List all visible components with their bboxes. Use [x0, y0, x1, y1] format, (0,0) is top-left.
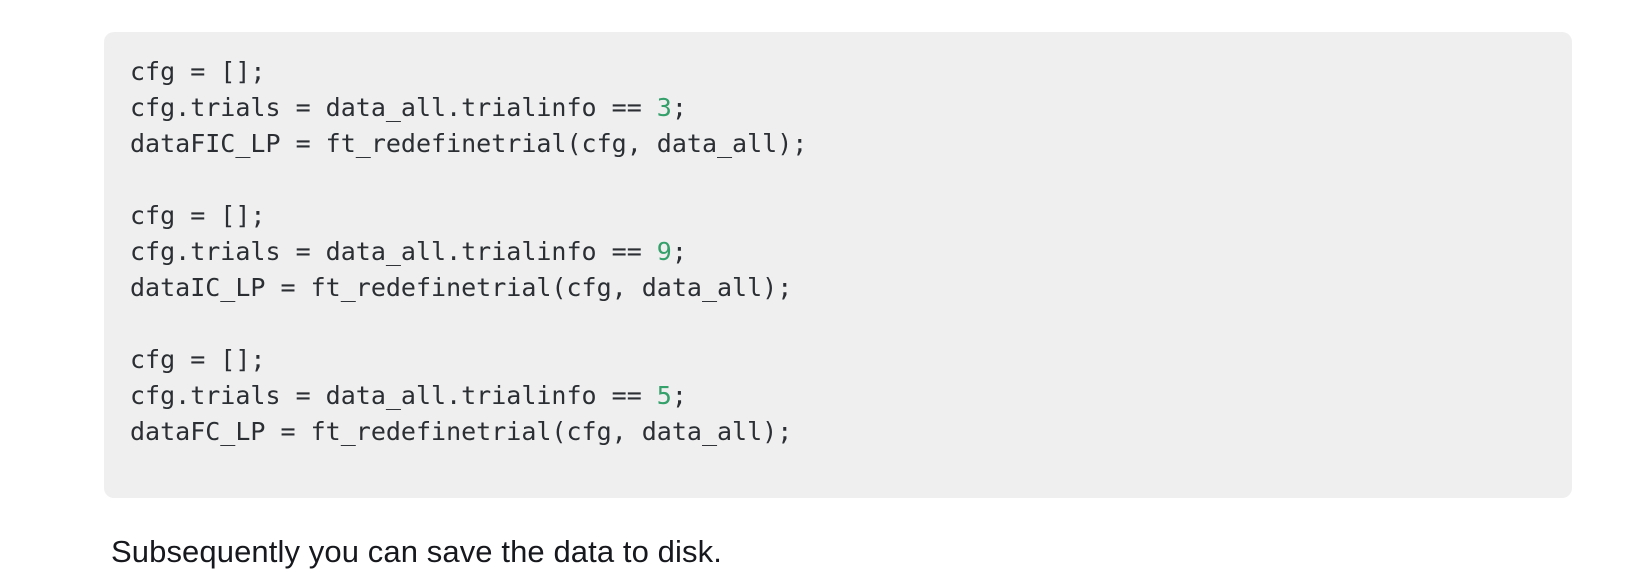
code-text: ; — [671, 381, 687, 410]
code-text: ; — [671, 93, 687, 122]
code-line — [130, 306, 1546, 342]
code-number-token: 9 — [656, 237, 672, 266]
code-text: dataIC_LP = ft_redefinetrial(cfg, data_a… — [130, 273, 793, 302]
code-line: cfg.trials = data_all.trialinfo == 3; — [130, 90, 1546, 126]
code-line: cfg = []; — [130, 198, 1546, 234]
code-line: cfg.trials = data_all.trialinfo == 9; — [130, 234, 1546, 270]
code-text: cfg = []; — [130, 201, 266, 230]
body-paragraph: Subsequently you can save the data to di… — [111, 534, 722, 569]
code-text — [130, 309, 145, 338]
code-number-token: 3 — [656, 93, 672, 122]
page-root: cfg = []; cfg.trials = data_all.trialinfo… — [104, 32, 1572, 569]
code-number-token: 5 — [656, 381, 672, 410]
code-text: cfg.trials = data_all.trialinfo == — [130, 93, 657, 122]
code-text: cfg = []; — [130, 345, 266, 374]
code-line: cfg.trials = data_all.trialinfo == 5; — [130, 378, 1546, 414]
code-block[interactable]: cfg = []; cfg.trials = data_all.trialinfo… — [104, 32, 1572, 498]
code-text: dataFC_LP = ft_redefinetrial(cfg, data_a… — [130, 417, 793, 446]
code-line — [130, 162, 1546, 198]
code-text: ; — [671, 237, 687, 266]
code-text: cfg = []; — [130, 57, 266, 86]
code-text: cfg.trials = data_all.trialinfo == — [130, 381, 657, 410]
code-text: cfg.trials = data_all.trialinfo == — [130, 237, 657, 266]
code-line: cfg = []; — [130, 54, 1546, 90]
code-content: cfg = []; cfg.trials = data_all.trialinfo… — [130, 54, 1546, 450]
code-line: dataFC_LP = ft_redefinetrial(cfg, data_a… — [130, 414, 1546, 450]
code-line: dataFIC_LP = ft_redefinetrial(cfg, data_… — [130, 126, 1546, 162]
code-line: cfg = []; — [130, 342, 1546, 378]
code-line: dataIC_LP = ft_redefinetrial(cfg, data_a… — [130, 270, 1546, 306]
code-text — [130, 165, 145, 194]
code-text: dataFIC_LP = ft_redefinetrial(cfg, data_… — [130, 129, 808, 158]
